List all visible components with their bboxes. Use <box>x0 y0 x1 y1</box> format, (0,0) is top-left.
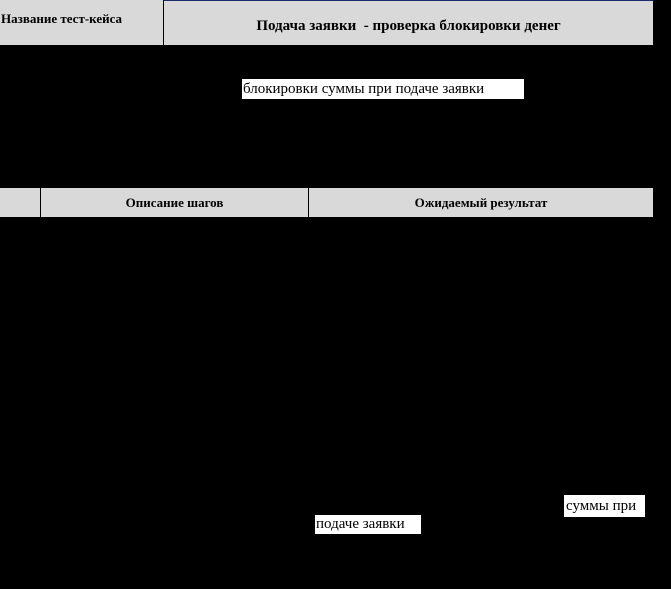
expected-result-text-fragment-line2: подаче заявки <box>315 515 421 534</box>
test-case-title: Подача заявки - проверка блокировки дене… <box>163 0 653 45</box>
test-case-name-label: Название тест-кейса <box>0 0 163 45</box>
steps-table-header-number <box>0 188 40 217</box>
expected-result-text-fragment-line1: суммы при <box>564 495 645 517</box>
steps-table-header-expected-result: Ожидаемый результат <box>308 188 653 217</box>
description-text-fragment: блокировки суммы при подаче заявки <box>242 79 524 99</box>
steps-table-header-description: Описание шагов <box>40 188 308 217</box>
